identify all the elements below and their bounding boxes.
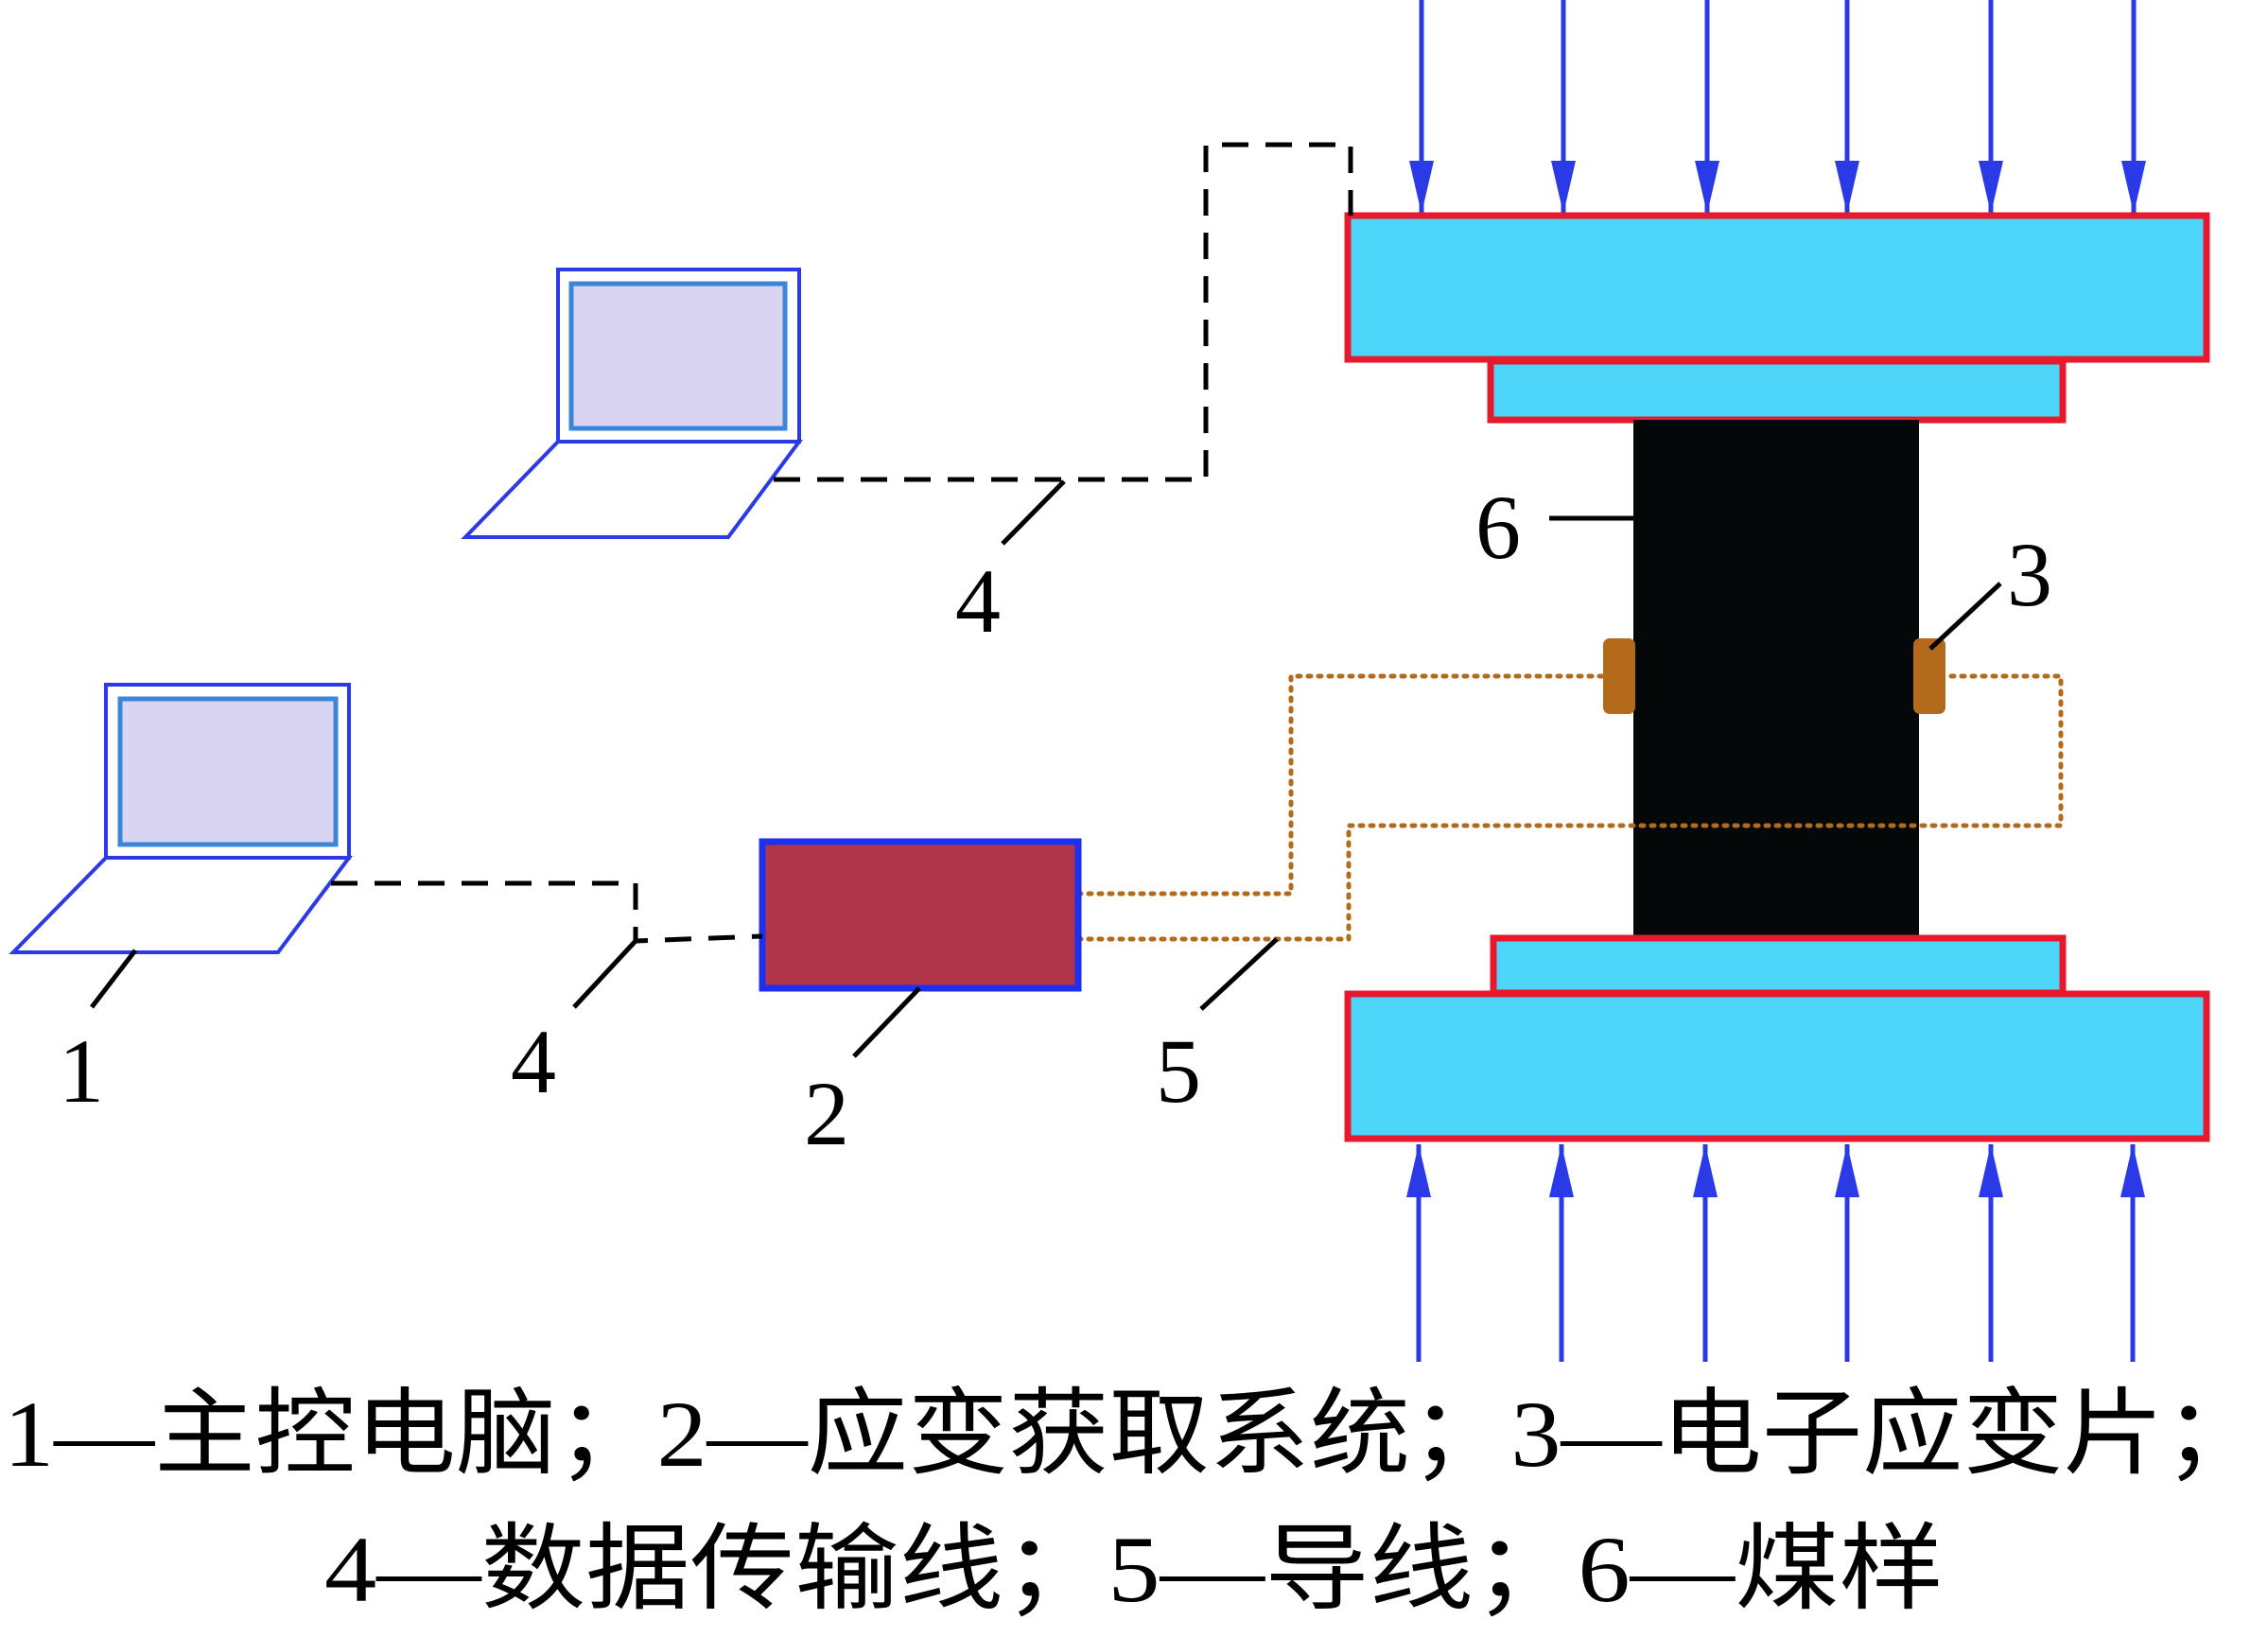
caption-line-2: 4—数据传输线；5—导线；6—煤样 bbox=[324, 1517, 1944, 1622]
strain-gauge-left bbox=[1603, 638, 1635, 714]
arrow-icon bbox=[2120, 1144, 2145, 1197]
arrow-icon bbox=[2121, 161, 2146, 214]
leader-lines bbox=[90, 479, 2002, 1058]
label-sample-number: 6 bbox=[1475, 477, 1521, 578]
label-data-line-top-number: 4 bbox=[955, 550, 1001, 652]
arrow-icon bbox=[1693, 1144, 1718, 1197]
laptop-top-base bbox=[461, 440, 803, 539]
bottom-force-arrows bbox=[1406, 1144, 2145, 1362]
caption-line-1: 1—主控电脑；2—应变获取系统；3—电子应变片； bbox=[4, 1382, 2264, 1487]
arrow-icon bbox=[1835, 1144, 1859, 1197]
lead-wire-right bbox=[1075, 673, 2064, 942]
laptop-main-base bbox=[9, 856, 353, 954]
strain-gauge-right bbox=[1913, 638, 1945, 714]
label-data-line-main-number: 4 bbox=[511, 1011, 556, 1112]
arrow-icon bbox=[1835, 161, 1859, 214]
upper-platen bbox=[1344, 212, 2210, 363]
label-wire-number: 5 bbox=[1156, 1020, 1201, 1122]
laptop-icon bbox=[461, 268, 803, 539]
data-line-top bbox=[774, 142, 1353, 482]
label-strain-gauge-number: 3 bbox=[2007, 524, 2052, 625]
lower-spacer bbox=[1490, 934, 2067, 997]
lead-wire-left bbox=[1075, 673, 1606, 897]
data-line-main bbox=[331, 880, 763, 944]
arrow-icon bbox=[1979, 1144, 2003, 1197]
arrow-icon bbox=[1409, 161, 1434, 214]
label-main-computer-number: 1 bbox=[59, 1020, 104, 1122]
laptop-main-screen bbox=[117, 696, 339, 847]
arrow-icon bbox=[1979, 161, 2003, 214]
laptop-top-screen bbox=[568, 281, 788, 431]
label-strain-system-number: 2 bbox=[804, 1063, 849, 1164]
laptop-icon bbox=[9, 683, 353, 954]
arrow-icon bbox=[1695, 161, 1719, 214]
lead-wires bbox=[1075, 673, 2064, 942]
data-lines bbox=[331, 142, 1353, 944]
lower-platen bbox=[1344, 990, 2210, 1142]
strain-acquisition-system bbox=[759, 838, 1082, 992]
arrow-icon bbox=[1549, 1144, 1574, 1197]
upper-spacer bbox=[1487, 357, 2067, 424]
arrow-icon bbox=[1406, 1144, 1431, 1197]
coal-sample bbox=[1633, 420, 1919, 936]
top-force-arrows bbox=[1409, 0, 2146, 214]
arrow-icon bbox=[1551, 161, 1576, 214]
